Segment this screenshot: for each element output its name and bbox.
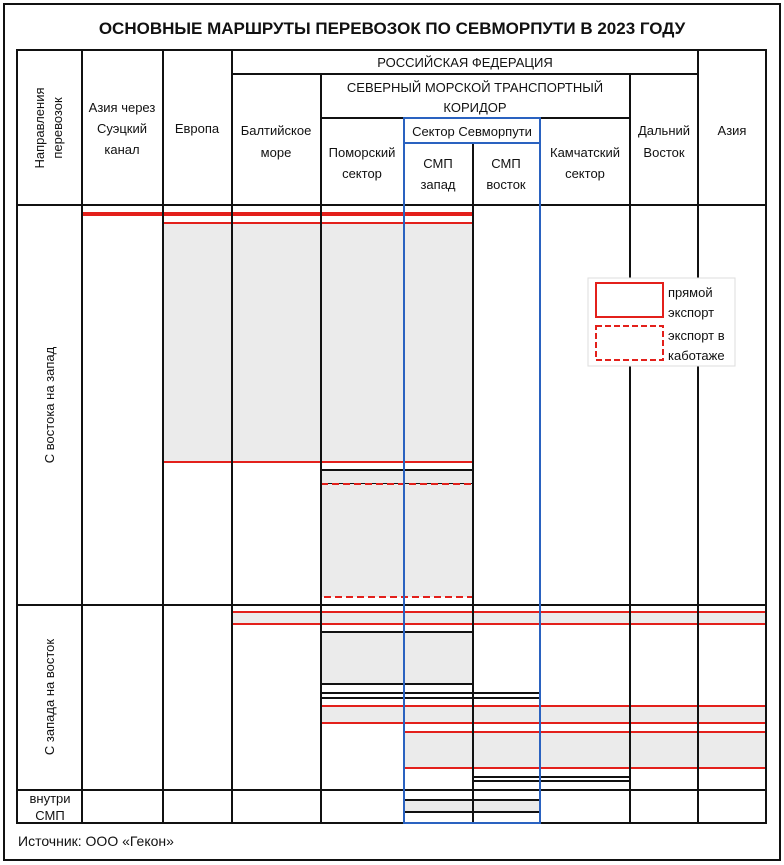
- legend: прямой экспорт экспорт в каботаже: [587, 277, 736, 367]
- row-inside-1: внутри: [29, 791, 70, 806]
- bar-west-east-east-kamchatka: [472, 776, 631, 782]
- bar-west-east-pomor-asia: [320, 705, 767, 724]
- header-pomor-1: Поморский: [329, 145, 396, 160]
- outer-frame: [3, 3, 781, 861]
- header-directions-2: перевозок: [50, 97, 65, 159]
- route-bars: [82, 212, 767, 813]
- bar-west-east-nsr-asia: [403, 731, 767, 769]
- header-asia-suez-2: Суэцкий: [97, 121, 147, 136]
- legend-direct-2: экспорт: [668, 305, 714, 320]
- legend-cabotage-2: каботаже: [668, 348, 725, 363]
- row-inside-2: СМП: [35, 808, 64, 823]
- nsr-sector-outline: [403, 117, 541, 824]
- legend-dashed-swatch: [595, 325, 664, 361]
- header-europe: Европа: [175, 121, 220, 136]
- header-pomor-2: сектор: [342, 166, 382, 181]
- header-kamchatka-1: Камчатский: [550, 145, 620, 160]
- header-corridor-2: КОРИДОР: [443, 100, 506, 115]
- header-nsr-west-1: СМП: [423, 156, 452, 171]
- header-corridor-1: СЕВЕРНЫЙ МОРСКОЙ ТРАНСПОРТНЫЙ: [347, 80, 603, 95]
- header-nsr-sector: Сектор Севморпути: [412, 124, 532, 139]
- bar-west-east-thin: [320, 692, 541, 699]
- header-asia: Азия: [718, 123, 747, 138]
- header-baltic-2: море: [261, 145, 292, 160]
- table-grid: [16, 49, 767, 824]
- legend-cabotage-1: экспорт в: [668, 328, 725, 343]
- row-east-west: С востока на запад: [42, 346, 57, 463]
- header-nsr-east-1: СМП: [491, 156, 520, 171]
- header-baltic-1: Балтийское: [241, 123, 312, 138]
- legend-solid-swatch: [595, 282, 664, 318]
- legend-direct-1: прямой: [668, 285, 713, 300]
- header-directions-1: Направления: [32, 87, 47, 168]
- bar-cabotage-east-west: [320, 483, 474, 598]
- bar-west-east-pomor: [320, 631, 474, 685]
- bar-east-west-thin: [320, 469, 474, 485]
- header-asia-suez-3: канал: [104, 142, 139, 157]
- source-note: Источник: ООО «Гекон»: [18, 833, 174, 849]
- header-far-east-1: Дальний: [638, 123, 690, 138]
- row-west-east: С запада на восток: [42, 639, 57, 755]
- header-nsr-west-2: запад: [420, 177, 455, 192]
- header-asia-suez-1: Азия через: [89, 100, 156, 115]
- header-russia: РОССИЙСКАЯ ФЕДЕРАЦИЯ: [377, 55, 552, 70]
- header-kamchatka-2: сектор: [565, 166, 605, 181]
- bar-direct-export-east-west: [162, 222, 474, 463]
- title: ОСНОВНЫЕ МАРШРУТЫ ПЕРЕВОЗОК ПО СЕВМОРПУТ…: [99, 19, 686, 38]
- header-far-east-2: Восток: [643, 145, 684, 160]
- bar-west-east-baltic-asia: [231, 611, 767, 625]
- header-nsr-east-2: восток: [486, 177, 526, 192]
